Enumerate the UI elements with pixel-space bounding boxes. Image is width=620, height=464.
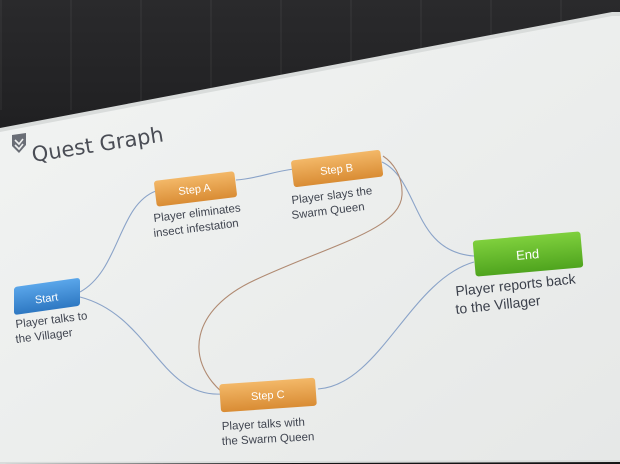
node-step-c[interactable]: Step C — [219, 377, 317, 413]
start-box — [14, 278, 80, 315]
edge-step-c-to-step-b — [198, 155, 403, 393]
edge-step-c-to-end — [317, 261, 475, 390]
end-label: End — [515, 246, 539, 263]
step-b-label: Step B — [320, 162, 354, 178]
node-end[interactable]: End — [472, 231, 584, 277]
shield-chevron-icon — [12, 133, 26, 153]
end-box — [472, 231, 584, 277]
step-a-label: Step A — [178, 182, 212, 198]
step-c-label: Step C — [251, 389, 285, 403]
node-step-b[interactable]: Step B — [291, 149, 384, 188]
graph-edges — [79, 155, 475, 395]
step-b-box — [291, 149, 384, 188]
screen-surface — [0, 16, 620, 462]
step-c-desc-line1: Player talks with — [222, 417, 306, 433]
step-a-box — [154, 171, 237, 207]
edge-step-b-to-end — [381, 161, 475, 257]
step-c-box — [219, 377, 317, 413]
edge-start-to-step-c — [79, 296, 223, 395]
node-step-a[interactable]: Step A — [154, 171, 238, 207]
node-start[interactable]: Start — [14, 278, 80, 315]
edge-step-a-to-step-b — [235, 168, 295, 181]
step-c-desc-line2: the Swarm Queen — [222, 431, 315, 448]
start-label: Start — [34, 291, 59, 306]
edge-start-to-step-a — [79, 190, 157, 293]
